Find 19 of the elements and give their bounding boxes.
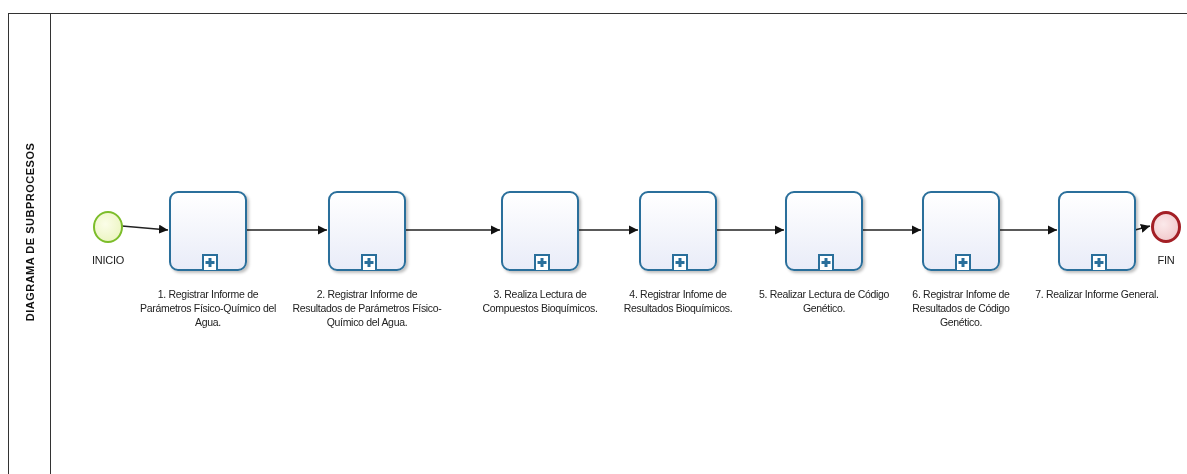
pool-frame bbox=[8, 13, 1187, 474]
task-label: 2. Registrar Informe de Resultados de Parámetros Físico-Químico del Agua. bbox=[292, 287, 442, 329]
arrow bbox=[1134, 223, 1151, 233]
task-label: 1. Registrar Informe de Parámetros Físico-Químico del Agua. bbox=[139, 287, 277, 329]
task-label: 5. Realizar Lectura de Código Genético. bbox=[757, 287, 891, 315]
arrow bbox=[245, 225, 328, 235]
event-label: INICIO bbox=[91, 253, 125, 267]
arrow bbox=[861, 225, 922, 235]
arrow bbox=[404, 225, 501, 235]
task-label: 4. Registrar Infome de Resultados Bioquímicos. bbox=[622, 287, 734, 315]
arrow bbox=[121, 224, 169, 234]
arrow bbox=[577, 225, 639, 235]
task-label: 6. Registrar Infome de Resultados de Código Genético. bbox=[911, 287, 1011, 329]
event-label: FIN bbox=[1156, 253, 1176, 267]
task-label: 3. Realiza Lectura de Compuestos Bioquímicos. bbox=[481, 287, 599, 315]
arrow bbox=[998, 225, 1058, 235]
arrow bbox=[715, 225, 785, 235]
pool-title: DIAGRAMA DE SUBPROCESOS bbox=[24, 142, 36, 322]
task-label: 7. Realizar Informe General. bbox=[1034, 287, 1160, 301]
